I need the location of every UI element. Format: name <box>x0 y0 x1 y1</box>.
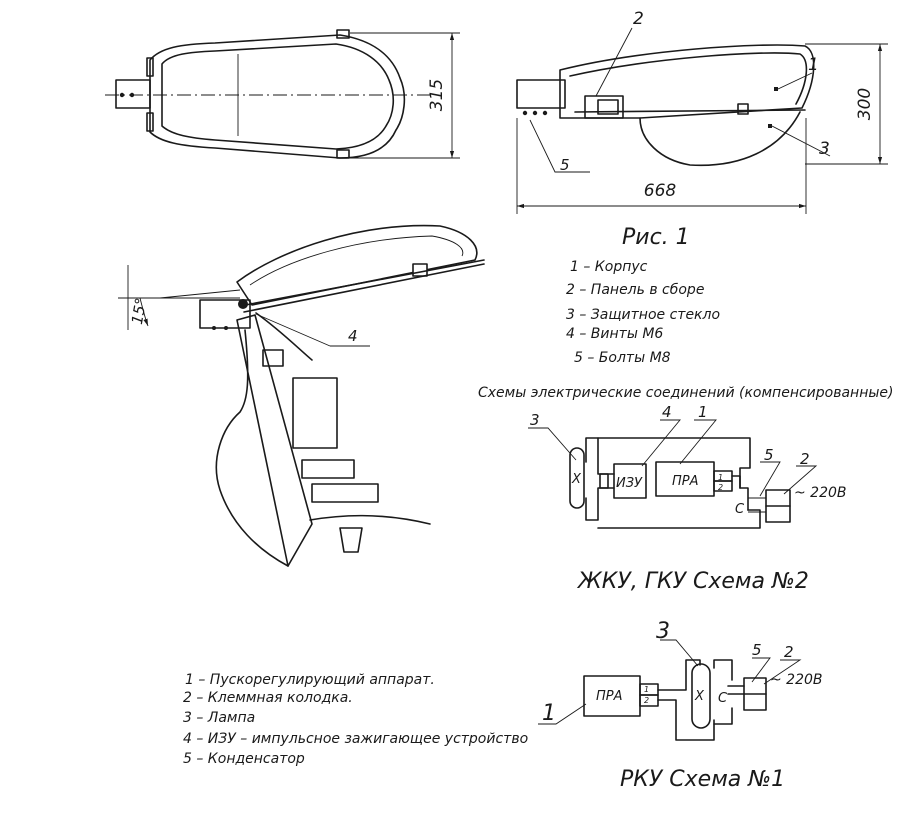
s1-cap-label: C <box>718 691 728 706</box>
s1-lamp-label: X <box>694 689 705 704</box>
s1-pin-1: 1 <box>644 685 649 694</box>
s1-pra-label: ПРА <box>596 689 623 704</box>
component-legend-3: 3 – Лампа <box>183 710 255 726</box>
dim-length: 668 <box>644 181 677 201</box>
legend-item-5: 5 – Болты М8 <box>574 350 671 366</box>
s1-pin-2: 2 <box>644 696 649 705</box>
open-view <box>118 224 485 567</box>
callout-5: 5 <box>560 156 570 174</box>
top-view <box>105 29 460 159</box>
s2-pra-label: ПРА <box>672 474 699 489</box>
s1-callout-5: 5 <box>752 641 762 659</box>
s2-voltage: ~ 220В <box>794 485 847 501</box>
s2-callout-1: 1 <box>698 403 708 421</box>
s2-pin-2: 2 <box>718 483 723 492</box>
scheme-1-caption: РКУ Схема №1 <box>620 767 785 792</box>
s2-callout-4: 4 <box>662 403 672 421</box>
side-view <box>516 27 888 214</box>
component-legend-5: 5 – Конденсатор <box>183 751 305 767</box>
component-legend-2: 2 – Клеммная колодка. <box>183 690 353 706</box>
callout-1: 1 <box>808 55 819 75</box>
s2-pin-1: 1 <box>718 473 723 482</box>
callout-3: 3 <box>819 139 830 159</box>
s2-callout-2: 2 <box>800 450 810 468</box>
callout-2: 2 <box>633 9 644 29</box>
s2-lamp-label: X <box>571 472 582 487</box>
component-legend-4: 4 – ИЗУ – импульсное зажигающее устройст… <box>183 731 528 747</box>
s2-callout-5: 5 <box>764 446 774 464</box>
callout-4: 4 <box>348 327 358 345</box>
dim-width: 315 <box>427 79 447 111</box>
s1-callout-3: 3 <box>656 619 670 644</box>
s1-callout-2: 2 <box>784 643 794 661</box>
legend-item-3: 3 – Защитное стекло <box>566 307 720 323</box>
legend-item-4: 4 – Винты М6 <box>566 326 663 342</box>
dim-angle: 15° <box>128 296 150 325</box>
scheme-2-caption: ЖКУ, ГКУ Схема №2 <box>576 569 809 594</box>
s1-callout-1: 1 <box>542 701 556 726</box>
figure-caption: Рис. 1 <box>622 225 690 250</box>
scheme-1-wiring <box>538 639 802 741</box>
component-legend-1: 1 – Пускорегулирующий аппарат. <box>185 672 435 688</box>
legend-item-1: 1 – Корпус <box>570 259 648 275</box>
legend-item-2: 2 – Панель в сборе <box>566 282 704 298</box>
s2-callout-3: 3 <box>530 411 540 429</box>
schemes-title: Схемы электрические соединений (компенси… <box>478 385 893 401</box>
s1-voltage: ~ 220В <box>770 672 823 688</box>
s2-cap-label: C <box>735 502 745 517</box>
dim-height: 300 <box>855 88 875 120</box>
s2-izu-label: ИЗУ <box>616 476 643 491</box>
scheme-2-wiring <box>528 419 818 529</box>
